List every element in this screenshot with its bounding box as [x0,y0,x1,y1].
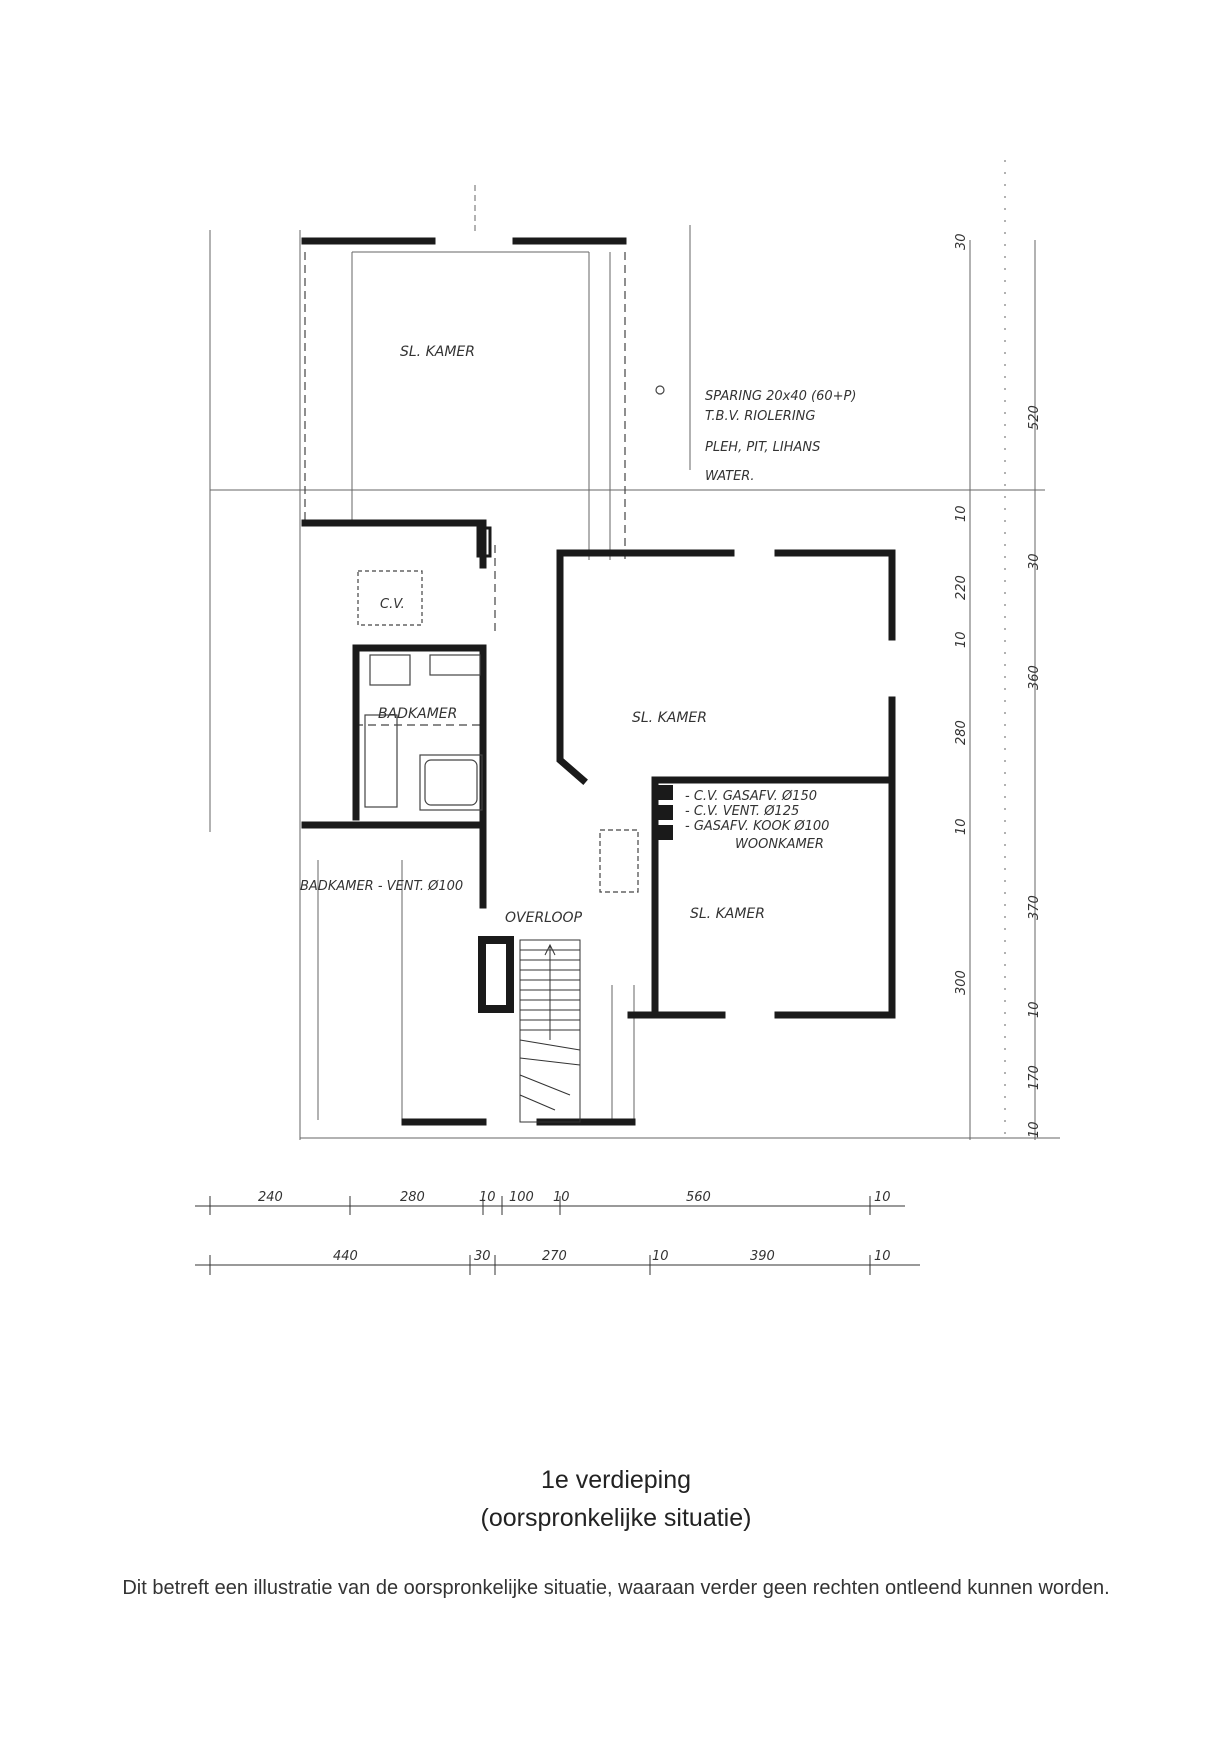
note-duct-2: - C.V. VENT. Ø125 [685,804,799,819]
duct-blocks [476,526,673,840]
dim-r1-1: 520 [1027,405,1042,430]
dim-r1-8: 10 [1027,1001,1042,1018]
room-labels: SL. KAMER SL. KAMER SL. KAMER BADKAMER O… [378,344,765,926]
label-cv: C.V. [380,597,405,612]
dim-b2-4: 390 [750,1249,775,1264]
label-bedroom-top: SL. KAMER [400,344,475,360]
dim-r1-3: 220 [954,575,969,600]
note-duct-3: - GASAFV. KOOK Ø100 [685,819,829,834]
label-bathroom: BADKAMER [378,706,457,722]
dim-r1-2: 10 [954,505,969,522]
label-landing: OVERLOOP [505,910,583,926]
dim-b1-1: 280 [400,1190,425,1205]
note-sparing-2: T.B.V. RIOLERING [705,409,815,424]
dim-b2-2: 270 [542,1249,567,1264]
dim-r1-10: 10 [1027,1121,1042,1138]
dim-b1-5: 560 [686,1190,711,1205]
dim-b1-4: 10 [553,1190,570,1205]
dim-r2-1: 360 [1027,665,1042,690]
staircase [519,939,581,1123]
caption-title: 1e verdieping [540,1466,692,1494]
dim-r1-6: 10 [954,818,969,835]
note-bath-vent: BADKAMER - VENT. Ø100 [300,879,463,894]
note-duct-4: WOONKAMER [735,837,824,852]
notes: SPARING 20x40 (60+P) T.B.V. RIOLERING PL… [300,389,856,894]
dim-b2-1: 30 [474,1249,491,1264]
construction-lines [209,160,1060,1140]
dim-r1-5: 280 [954,720,969,745]
dim-b1-6: 10 [874,1190,891,1205]
dim-r1-7: 370 [1027,895,1042,920]
walls [301,237,896,1126]
dim-b1-3: 100 [509,1190,534,1205]
dim-r1-4: 10 [954,631,969,648]
dim-b2-5: 10 [874,1249,891,1264]
dim-b1-0: 240 [258,1190,283,1205]
label-bedroom-right: SL. KAMER [632,710,707,726]
dim-r1-0: 30 [954,233,969,250]
dim-r2-0: 30 [1027,553,1042,570]
dim-b1-2: 10 [479,1190,496,1205]
dimensions-bottom: 240 280 10 100 10 560 10 440 30 270 10 3… [258,1190,891,1264]
fixtures [357,385,665,893]
dimension-lines [195,1196,920,1275]
dashed-lines [304,252,626,726]
dim-b2-0: 440 [333,1249,358,1264]
note-sparing-1: SPARING 20x40 (60+P) [705,389,856,404]
caption-subtitle: (oorspronkelijke situatie) [480,1504,752,1532]
dim-r2-2: 300 [954,970,969,995]
dimensions-right: 30 520 10 220 10 280 10 370 10 170 10 30… [954,233,1042,1138]
note-sparing-3: PLEH, PIT, LIHANS [705,440,820,455]
label-bedroom-bottom: SL. KAMER [690,906,765,922]
dim-b2-3: 10 [652,1249,669,1264]
disclaimer-text: Dit betreft een illustratie van de oorsp… [122,1577,1110,1599]
dim-r1-9: 170 [1027,1065,1042,1090]
note-duct-1: - C.V. GASAFV. Ø150 [685,789,817,804]
note-sparing-4: WATER. [705,469,754,484]
